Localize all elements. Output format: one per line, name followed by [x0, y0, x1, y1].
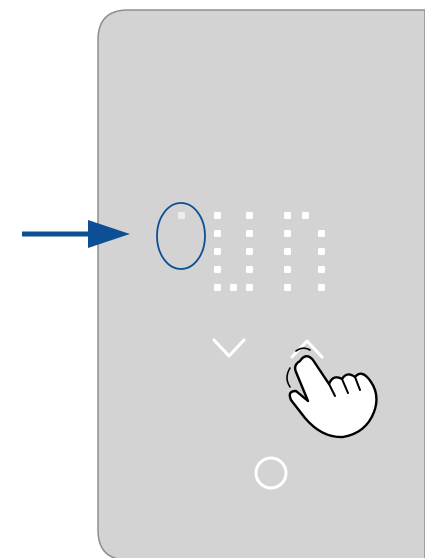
down-button[interactable]	[206, 330, 250, 366]
display-indicator-dot	[178, 212, 185, 219]
thermostat-panel	[98, 10, 425, 558]
